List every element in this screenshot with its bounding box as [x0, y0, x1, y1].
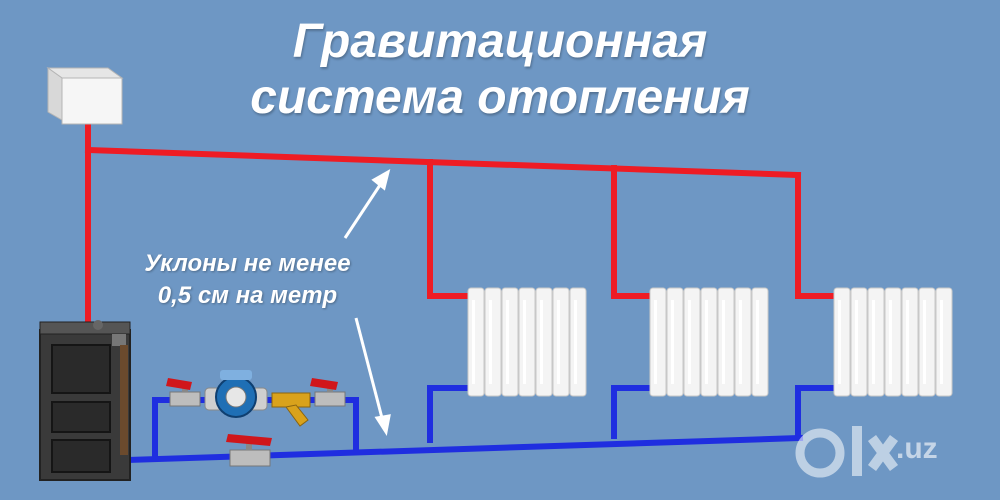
radiator-section	[501, 287, 519, 397]
radiator-section	[484, 287, 502, 397]
radiator-highlight	[489, 300, 492, 384]
circulation-pump-icon	[204, 370, 268, 418]
ball-valve-right	[310, 378, 346, 407]
radiator-highlight	[574, 300, 577, 384]
return-branch-2	[611, 385, 655, 439]
radiator-highlight	[472, 300, 475, 384]
supply-branch-1	[427, 159, 473, 299]
supply-branch-3	[795, 172, 839, 299]
radiator-highlight	[523, 300, 526, 384]
return-bypass-loop	[152, 397, 359, 461]
radiator-highlight	[872, 300, 875, 384]
arrow-down-head	[374, 414, 391, 436]
arrow-icon	[343, 168, 391, 436]
supply-pipes	[84, 122, 839, 338]
radiator-section	[867, 287, 885, 397]
radiator-section	[666, 287, 684, 397]
radiator-section	[535, 287, 553, 397]
watermark-suffix: .uz	[896, 432, 938, 465]
radiator-section	[935, 287, 953, 397]
ball-valve-bottom	[226, 434, 272, 467]
radiator-highlight	[557, 300, 560, 384]
radiator-highlight	[540, 300, 543, 384]
radiator-section	[467, 287, 485, 397]
radiator-section	[734, 287, 752, 397]
radiator-highlight	[906, 300, 909, 384]
radiator-section	[683, 287, 701, 397]
radiator-highlight	[838, 300, 841, 384]
radiator-section	[833, 287, 851, 397]
arrow-down	[354, 317, 384, 419]
radiator-section	[552, 287, 570, 397]
title-line-1: Гравитационная	[292, 15, 708, 68]
radiator-section	[850, 287, 868, 397]
radiator-highlight	[688, 300, 691, 384]
radiator-2	[649, 287, 769, 397]
ball-valve-left	[166, 378, 201, 407]
radiator-highlight	[940, 300, 943, 384]
radiator-3	[833, 287, 953, 397]
radiator-highlight	[739, 300, 742, 384]
radiator-icon	[467, 287, 953, 397]
radiator-section	[700, 287, 718, 397]
arrow-up	[343, 181, 384, 239]
strainer-filter-icon	[271, 392, 311, 427]
radiator-1	[467, 287, 587, 397]
radiator-highlight	[923, 300, 926, 384]
supply-main-pipe	[84, 146, 802, 179]
annotation-line-2: 0,5 см на метр	[157, 282, 338, 309]
annotation-line-1: Уклоны не менее	[144, 250, 351, 277]
radiator-highlight	[506, 300, 509, 384]
supply-branch-2	[611, 165, 655, 299]
radiator-section	[901, 287, 919, 397]
radiator-highlight	[889, 300, 892, 384]
radiator-section	[884, 287, 902, 397]
radiator-highlight	[756, 300, 759, 384]
radiator-highlight	[705, 300, 708, 384]
slope-annotation: Уклоны не менее 0,5 см на метр	[110, 248, 385, 312]
title-line-2: система отопления	[250, 71, 750, 124]
arrow-up-head	[371, 168, 391, 191]
radiator-highlight	[722, 300, 725, 384]
return-branch-1	[427, 385, 473, 443]
radiator-highlight	[855, 300, 858, 384]
radiator-section	[717, 287, 735, 397]
page-title: Гравитационная система отопления	[200, 14, 800, 126]
boiler-icon	[39, 320, 131, 481]
radiator-section	[751, 287, 769, 397]
expansion-tank-icon	[46, 67, 124, 125]
radiator-highlight	[654, 300, 657, 384]
olx-logo-watermark	[795, 426, 899, 478]
return-branch-3	[795, 385, 839, 439]
radiator-section	[569, 287, 587, 397]
radiator-section	[649, 287, 667, 397]
radiator-section	[518, 287, 536, 397]
radiator-section	[918, 287, 936, 397]
ball-valve-icon	[166, 378, 346, 467]
radiator-highlight	[671, 300, 674, 384]
